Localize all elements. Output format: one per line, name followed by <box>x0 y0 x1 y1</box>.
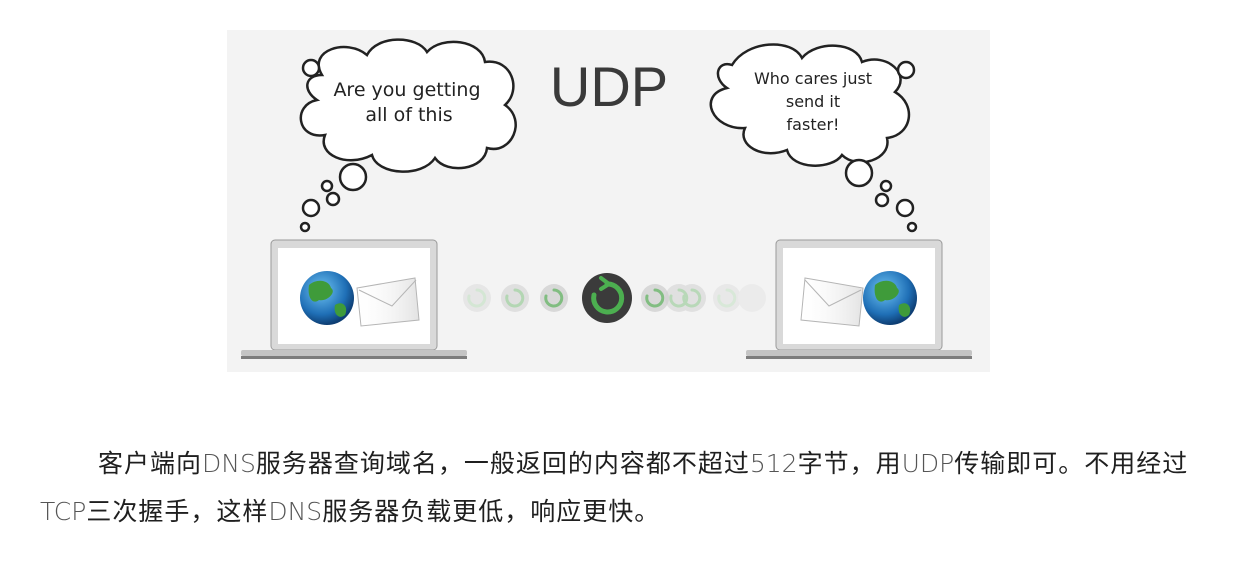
refresh-icon <box>582 273 632 323</box>
text-segment: 字节，用 <box>797 449 902 478</box>
explanation-paragraph: 客户端向DNS服务器查询域名，一般返回的内容都不超过512字节，用UDP传输即可… <box>40 440 1210 536</box>
refresh-icon <box>540 284 568 312</box>
right-bubble-line-2: send it <box>786 92 840 111</box>
right-thought-bubble <box>709 43 918 233</box>
left-thought-bubble <box>299 38 517 233</box>
text-segment: 即可。不用经过 <box>1006 449 1189 478</box>
globe-icon <box>863 271 917 325</box>
text-segment: 服务器负载更低，响应更快。 <box>322 497 661 526</box>
text-segment: UDP <box>901 449 955 478</box>
refresh-icon <box>665 284 706 312</box>
text-segment: DNS <box>268 497 323 526</box>
left-laptop-icon <box>241 239 467 359</box>
refresh-icon <box>713 284 766 312</box>
right-bubble-line-3: faster! <box>787 115 840 134</box>
text-segment: 服务器查询域名，一般返回的内容都不超过 <box>255 449 750 478</box>
globe-icon <box>300 271 354 325</box>
udp-illustration: UDP Are you getting all of this Who care… <box>227 30 990 372</box>
text-segment: 传输 <box>954 449 1007 478</box>
right-laptop-icon <box>746 239 972 359</box>
envelope-icon <box>356 277 420 327</box>
text-segment: DNS <box>202 449 256 478</box>
text-segment: 三次握手，这样 <box>86 497 269 526</box>
refresh-icon <box>501 284 529 312</box>
text-segment: TCP <box>40 497 87 526</box>
udp-title: UDP <box>550 55 668 118</box>
packet-trail <box>463 273 766 323</box>
text-segment: 客户端向 <box>98 449 203 478</box>
refresh-icon <box>463 284 491 312</box>
left-bubble-line-1: Are you getting <box>333 79 480 101</box>
refresh-icon <box>641 284 669 312</box>
text-segment: 512 <box>749 449 798 478</box>
right-bubble-line-1: Who cares just <box>754 69 872 88</box>
left-bubble-line-2: all of this <box>365 104 452 126</box>
envelope-icon <box>800 277 864 327</box>
